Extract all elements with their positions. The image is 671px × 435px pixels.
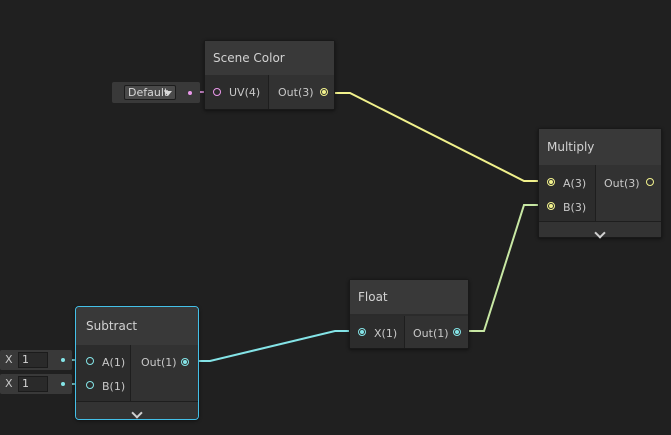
- subtract-a-axis-label: X: [5, 353, 13, 366]
- float-node-title: Float: [350, 280, 468, 314]
- multiply-out-port[interactable]: [646, 178, 654, 186]
- scene-color-inputs: UV(4): [205, 75, 268, 109]
- out-output-label: Out(3): [278, 86, 314, 99]
- subtract-b-value-input[interactable]: 1: [18, 376, 48, 392]
- uv-channel-dropdown-value: Default: [128, 86, 169, 99]
- scene-color-uv-inline-field: Default: [112, 82, 200, 103]
- b-input-label: B(3): [563, 201, 587, 214]
- subtract-a-input-label: A(1): [102, 356, 126, 369]
- float-outputs: Out(1): [404, 316, 468, 348]
- subtract-b-input-label: B(1): [102, 380, 126, 393]
- subtract-node-title: Subtract: [76, 307, 198, 345]
- subtract-a-input-port[interactable]: [86, 357, 94, 365]
- subtract-b-input-port[interactable]: [86, 381, 94, 389]
- port-fill-dot: [322, 90, 326, 94]
- out-output-port[interactable]: [320, 88, 328, 96]
- subtract-inputs: A(1) B(1): [76, 345, 130, 403]
- uv-input-label: UV(4): [229, 86, 261, 99]
- multiply-node[interactable]: Multiply A(3) B(3) Out(3): [538, 128, 662, 239]
- subtract-outputs: Out(1): [130, 345, 198, 403]
- float-inputs: X(1): [350, 316, 404, 348]
- x-input-label: X(1): [374, 327, 398, 340]
- scene-color-outputs: Out(3): [268, 75, 334, 109]
- subtract-b-axis-label: X: [5, 377, 13, 390]
- edge-float-to-multiply-b[interactable]: [461, 204, 545, 332]
- float-out-port[interactable]: [453, 328, 461, 336]
- a-input-port[interactable]: [547, 178, 555, 186]
- float-out-label: Out(1): [413, 327, 449, 340]
- subtract-b-inline-field: X 1: [0, 374, 72, 394]
- edge-scene-color-to-multiply-a[interactable]: [327, 92, 545, 182]
- b-input-port[interactable]: [547, 202, 555, 210]
- chevron-down-icon: [164, 91, 172, 96]
- multiply-node-title: Multiply: [539, 129, 661, 165]
- a-input-label: A(3): [563, 177, 587, 190]
- multiply-outputs: Out(3): [595, 165, 661, 221]
- scene-color-node[interactable]: Scene Color UV(4) Out(3): [204, 40, 335, 110]
- port-fill-dot: [360, 330, 364, 334]
- multiply-out-label: Out(3): [604, 177, 640, 190]
- port-fill-dot: [549, 204, 553, 208]
- x-input-port[interactable]: [358, 328, 366, 336]
- multiply-expand-toggle[interactable]: [539, 221, 661, 239]
- port-fill-dot: [455, 330, 459, 334]
- float-node[interactable]: Float X(1) Out(1): [349, 279, 469, 349]
- uv-channel-dropdown[interactable]: Default: [124, 85, 176, 100]
- subtract-out-label: Out(1): [141, 356, 177, 369]
- edge-subtract-to-float-x[interactable]: [188, 330, 357, 362]
- subtract-a-inline-port-dot: [61, 358, 65, 362]
- subtract-a-inline-field: X 1: [0, 350, 72, 370]
- port-fill-dot: [549, 180, 553, 184]
- scene-color-node-title: Scene Color: [205, 41, 334, 75]
- multiply-inputs: A(3) B(3): [539, 165, 595, 221]
- chevron-down-icon: [594, 227, 606, 239]
- uv-input-port[interactable]: [213, 88, 221, 96]
- uv-inline-port-dot: [188, 91, 192, 95]
- subtract-expand-toggle[interactable]: [76, 401, 198, 419]
- port-fill-dot: [183, 360, 187, 364]
- chevron-down-icon: [131, 407, 143, 419]
- subtract-node[interactable]: Subtract A(1) B(1) Out(1): [75, 306, 199, 420]
- subtract-b-inline-port-dot: [61, 382, 65, 386]
- subtract-out-port[interactable]: [181, 358, 189, 366]
- subtract-a-value-input[interactable]: 1: [18, 352, 48, 368]
